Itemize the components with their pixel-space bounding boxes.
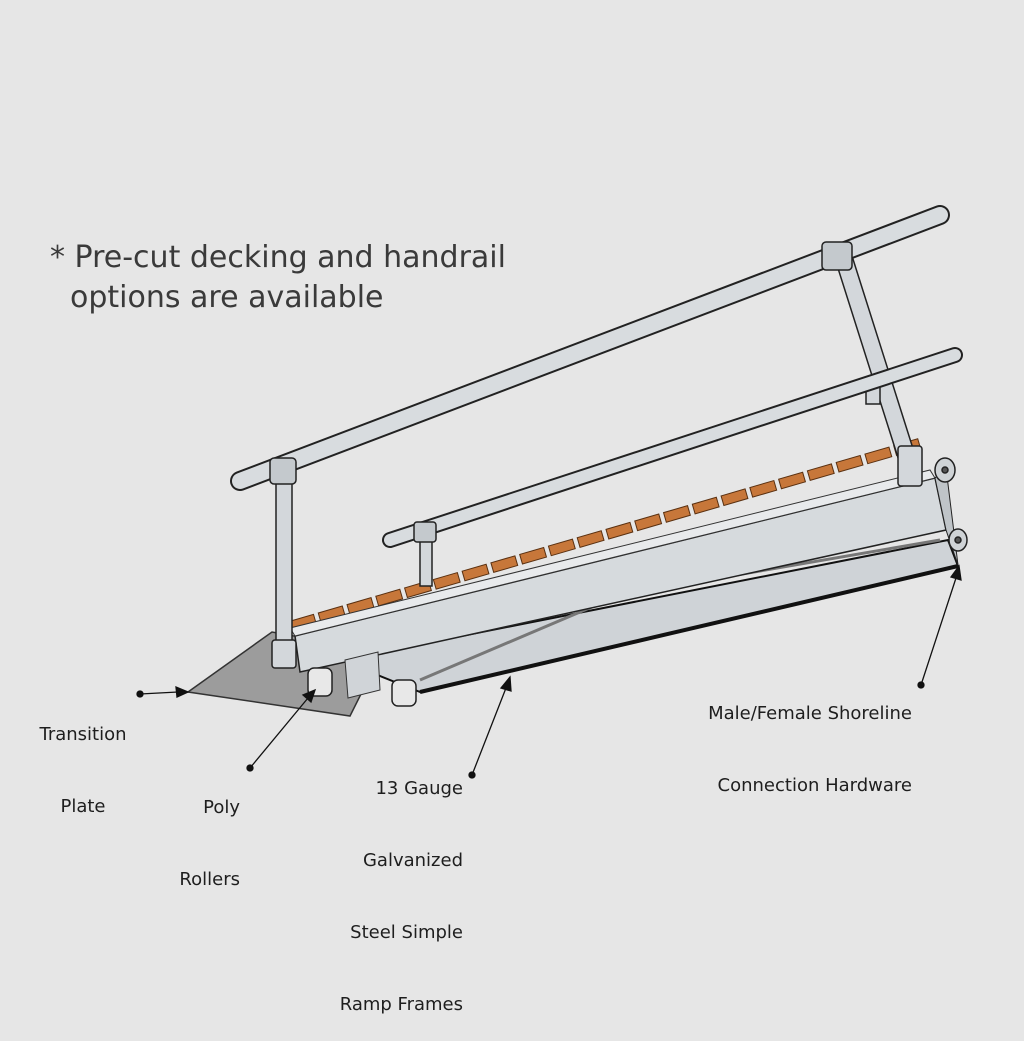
label-shoreline-hardware: Male/Female Shoreline Connection Hardwar… — [640, 654, 912, 822]
label-line: Rollers — [179, 869, 240, 890]
label-line: Ramp Frames — [339, 994, 463, 1015]
deck-plank — [720, 488, 749, 507]
label-line: Galvanized — [362, 850, 463, 871]
label-line: Male/Female Shoreline — [708, 703, 912, 724]
label-ramp-frames: 13 Gauge Galvanized Steel Simple Ramp Fr… — [300, 729, 463, 1041]
deck-plank — [605, 521, 634, 540]
note-line-2: options are available — [70, 280, 384, 315]
deck-plank — [375, 588, 404, 607]
label-line: Connection Hardware — [717, 775, 912, 796]
handrail-posts — [271, 255, 923, 669]
deck-plank — [519, 546, 548, 565]
deck-plank — [778, 471, 807, 490]
deck-plank — [691, 496, 720, 515]
deck-plank — [835, 454, 864, 473]
label-poly-rollers: Poly Rollers — [140, 748, 240, 916]
label-line: Steel Simple — [350, 922, 463, 943]
deck-plank — [547, 538, 576, 557]
deck-plank — [749, 479, 778, 498]
deck-plank — [634, 513, 663, 532]
label-line: 13 Gauge — [375, 778, 463, 799]
deck-plank — [806, 463, 835, 482]
shoreline-connection-hardware — [934, 457, 968, 552]
deck-plank — [864, 446, 893, 465]
label-line: Plate — [60, 796, 106, 817]
note-line-1: * Pre-cut decking and handrail — [50, 240, 506, 275]
availability-note: * Pre-cut decking and handrail options a… — [50, 238, 506, 318]
rail-fittings — [269, 241, 853, 543]
deck-plank — [662, 505, 691, 523]
callout-lines — [136, 564, 962, 779]
deck-plank — [461, 563, 490, 582]
deck-plank — [490, 555, 519, 574]
label-line: Poly — [203, 797, 240, 818]
poly-rollers — [307, 667, 417, 707]
deck-plank — [432, 571, 461, 590]
deck-plank — [576, 530, 605, 548]
label-line: Transition — [39, 724, 127, 745]
label-transition-plate: Transition Plate — [28, 675, 138, 843]
